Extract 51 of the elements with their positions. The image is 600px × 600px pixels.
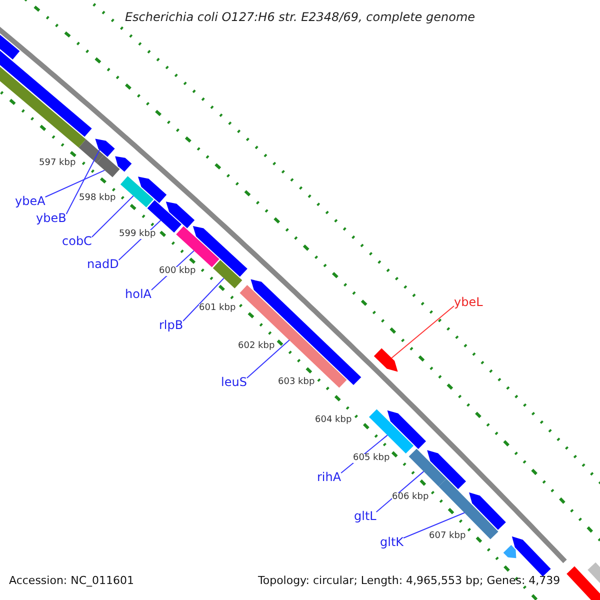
leader-line bbox=[91, 195, 134, 238]
position-label: 606 kbp bbox=[392, 493, 429, 502]
leader-line bbox=[182, 278, 224, 322]
gene-block bbox=[78, 139, 104, 164]
gene-label: nadD bbox=[87, 258, 119, 270]
gene-label: cobC bbox=[62, 235, 92, 247]
position-label: 605 kbp bbox=[353, 454, 390, 463]
leader-line bbox=[44, 170, 106, 198]
gene-block bbox=[374, 348, 398, 372]
position-label: 604 kbp bbox=[315, 416, 352, 425]
gene-block bbox=[503, 545, 516, 558]
accession-note: Accession: NC_011601 bbox=[9, 575, 134, 586]
gene-label: ybeA bbox=[15, 195, 46, 207]
gene-block bbox=[120, 176, 154, 208]
leader-line bbox=[66, 149, 100, 214]
gene-block bbox=[212, 260, 242, 288]
gene-block bbox=[512, 536, 551, 576]
gene-block bbox=[427, 450, 466, 490]
gene-label: holA bbox=[125, 288, 152, 300]
gene-block bbox=[369, 409, 414, 454]
gene-block bbox=[469, 492, 506, 530]
gene-label: ybeL bbox=[454, 296, 483, 308]
gene-label: leuS bbox=[221, 376, 247, 388]
position-label: 607 kbp bbox=[429, 532, 466, 541]
gene-block bbox=[166, 202, 195, 228]
position-label: 600 kbp bbox=[159, 267, 196, 276]
gene-block bbox=[176, 226, 220, 268]
gene-block bbox=[387, 410, 426, 449]
gene-block bbox=[95, 138, 115, 157]
gene-block bbox=[96, 155, 120, 178]
gene-label: gltK bbox=[380, 536, 404, 548]
gene-label: gltL bbox=[354, 510, 376, 522]
gene-block bbox=[115, 156, 132, 172]
position-label: 601 kbp bbox=[199, 304, 236, 313]
genome-summary: Topology: circular; Length: 4,965,553 bp; Genes: 4,739 bbox=[258, 575, 560, 586]
leader-line bbox=[403, 512, 465, 538]
leader-line bbox=[391, 306, 454, 358]
gene-label: ybeB bbox=[36, 212, 66, 224]
gene-block bbox=[408, 448, 446, 486]
gene-label: rlpB bbox=[159, 319, 184, 331]
position-label: 602 kbp bbox=[238, 342, 275, 351]
leader-line bbox=[246, 339, 290, 378]
position-label: 598 kbp bbox=[79, 194, 116, 203]
position-label: 599 kbp bbox=[119, 230, 156, 239]
leader-line bbox=[376, 470, 424, 512]
gene-label: rihA bbox=[317, 471, 342, 483]
title: Escherichia coli O127:H6 str. E2348/69, complete genome bbox=[124, 11, 476, 23]
gene-block bbox=[566, 566, 600, 600]
position-label: 597 kbp bbox=[39, 159, 76, 168]
position-label: 603 kbp bbox=[278, 378, 315, 387]
gene-block bbox=[138, 176, 167, 203]
